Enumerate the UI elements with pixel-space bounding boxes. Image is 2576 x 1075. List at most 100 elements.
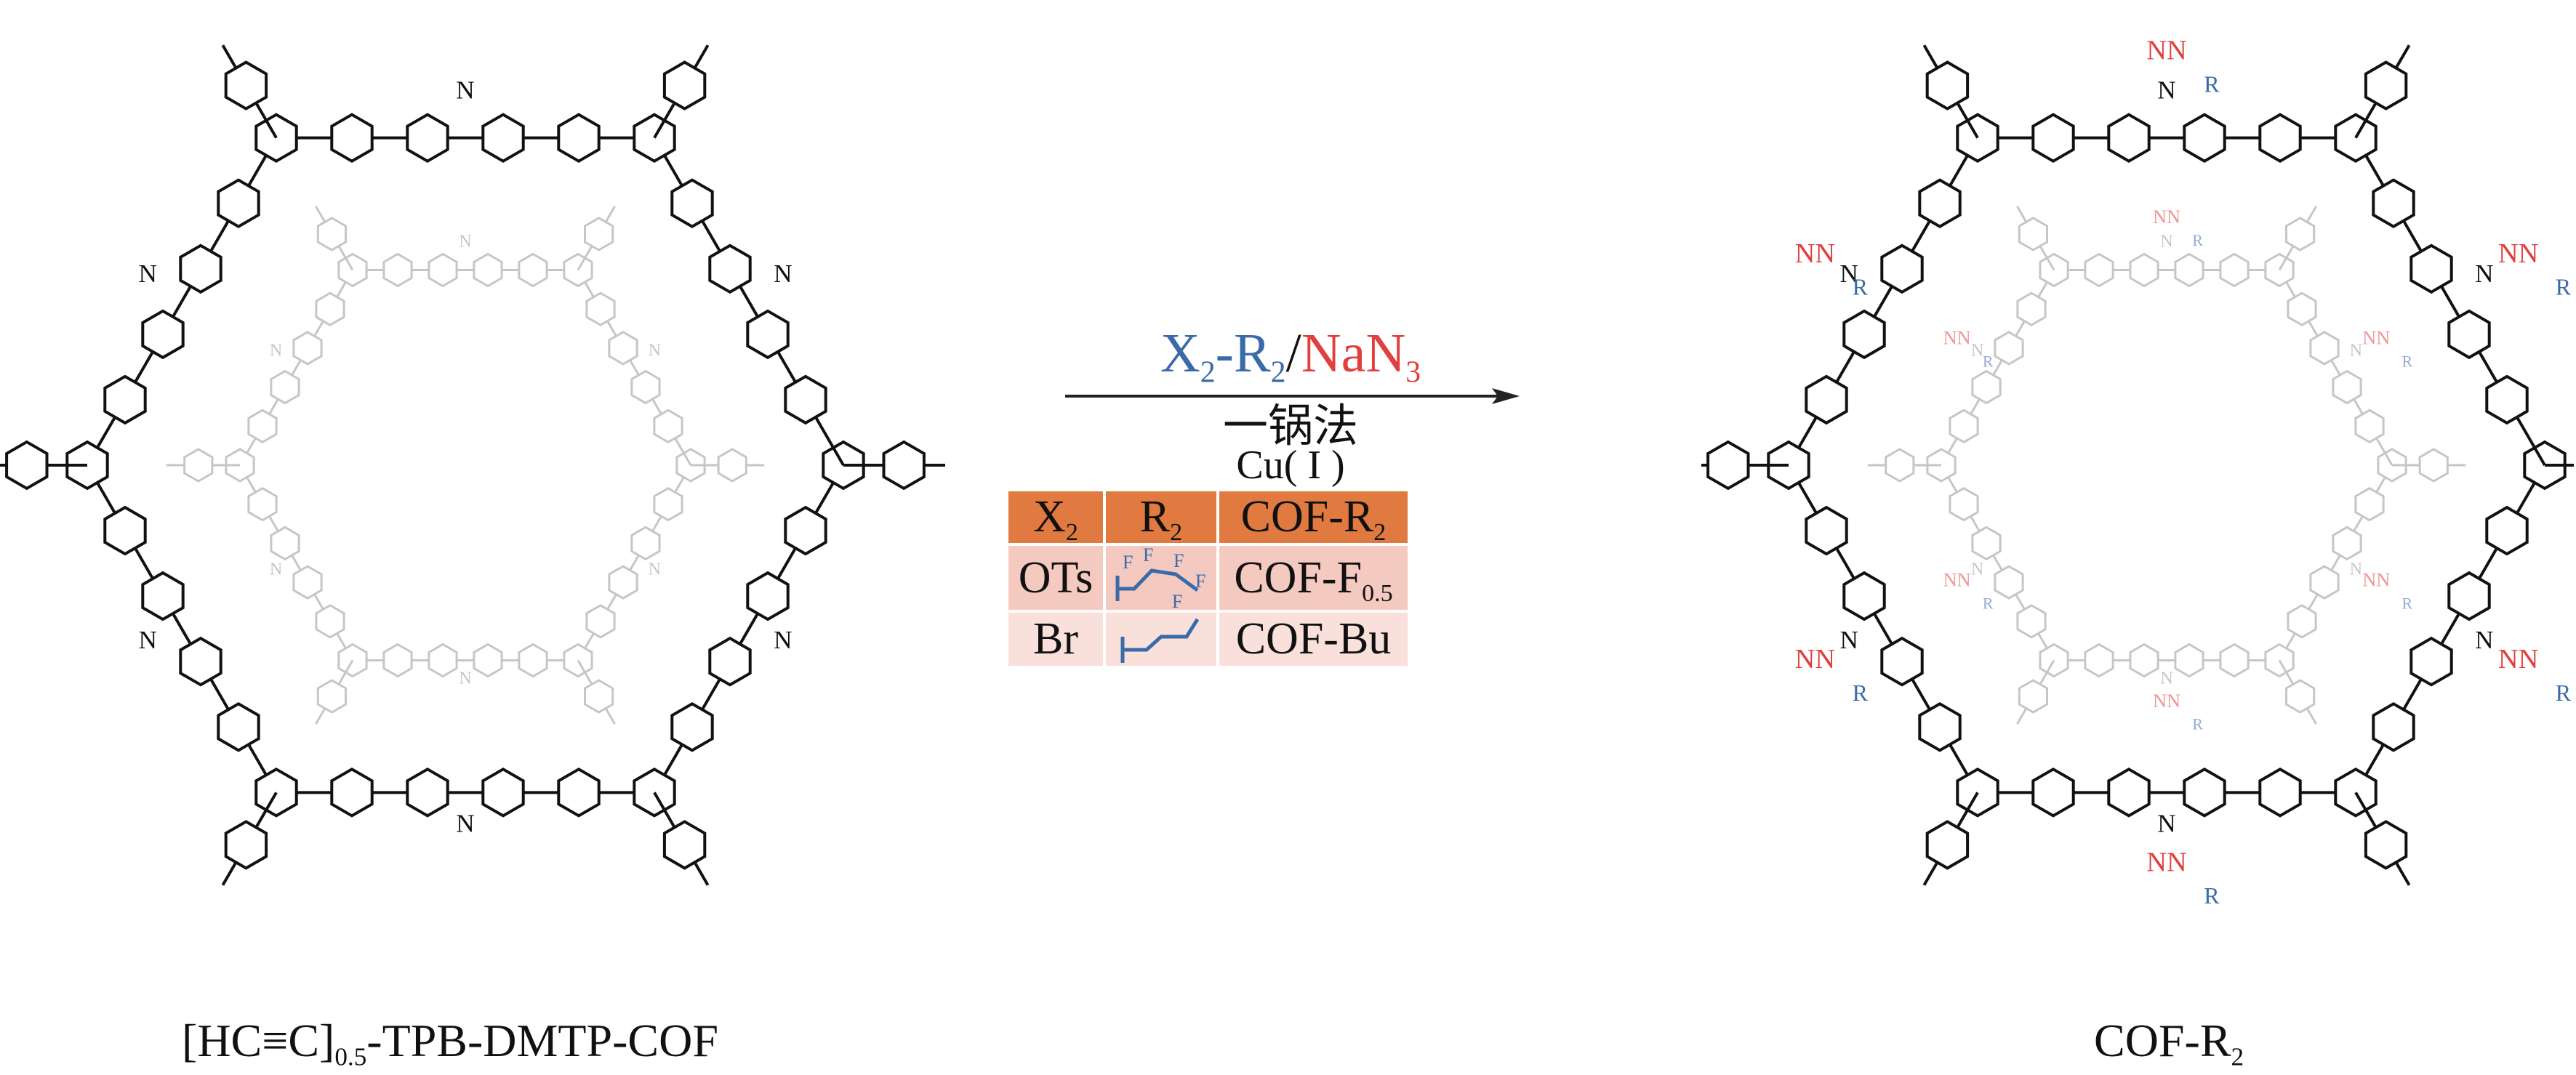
benzene-ring-icon — [292, 565, 323, 600]
header-cof-r2: COF-R2 — [1219, 491, 1408, 544]
benzene-ring-icon — [717, 448, 747, 483]
benzene-ring-icon — [254, 767, 298, 818]
benzene-ring-icon — [428, 252, 458, 288]
imine-nitrogen-label: N — [459, 669, 471, 688]
reaction-arrow — [1065, 388, 1520, 404]
substituent-label: R — [1983, 594, 1994, 612]
benzene-ring-icon — [2031, 767, 2075, 818]
benzene-ring-icon — [103, 374, 147, 425]
benzene-ring-icon — [1880, 243, 1924, 294]
benzene-ring-icon — [670, 178, 714, 229]
benzene-ring-icon — [2219, 252, 2250, 288]
benzene-ring-icon — [2084, 643, 2114, 678]
benzene-ring-icon — [2372, 178, 2415, 229]
benzene-ring-icon — [217, 178, 260, 229]
benzene-ring-icon — [882, 440, 926, 491]
benzene-ring-icon — [2183, 767, 2226, 818]
benzene-ring-icon — [584, 679, 614, 714]
benzene-ring-icon — [247, 408, 278, 444]
benzene-ring-icon — [2016, 291, 2047, 326]
benzene-ring-icon — [292, 331, 323, 366]
benzene-ring-icon — [2258, 113, 2302, 164]
benzene-ring-icon — [2018, 217, 2048, 251]
triazole-label: NN — [1795, 644, 1835, 675]
imine-nitrogen-label: N — [649, 559, 661, 579]
benzene-ring-icon — [183, 448, 214, 483]
substituent-label: R — [2192, 715, 2203, 733]
imine-nitrogen-label: N — [2157, 76, 2175, 105]
triazole-label: NN — [2498, 238, 2538, 269]
benzene-ring-icon — [2129, 252, 2159, 288]
benzene-ring-icon — [1805, 374, 1848, 425]
header-x2: X2 — [1008, 491, 1103, 544]
benzene-ring-icon — [2447, 571, 2491, 621]
benzene-ring-icon — [1994, 565, 2024, 600]
imine-nitrogen-label: N — [270, 559, 282, 579]
benzene-ring-icon — [1971, 526, 2002, 561]
benzene-ring-icon — [584, 217, 614, 251]
substituent-label: R — [2556, 274, 2572, 300]
imine-nitrogen-label: N — [774, 259, 792, 288]
benzene-ring-icon — [2107, 113, 2151, 164]
svg-text:F: F — [1173, 550, 1184, 571]
benzene-ring-icon — [1994, 331, 2024, 366]
benzene-ring-icon — [2183, 113, 2226, 164]
benzene-ring-icon — [746, 571, 790, 621]
x2-cell: Br — [1008, 613, 1103, 666]
benzene-ring-icon — [608, 331, 638, 366]
benzene-ring-icon — [2309, 565, 2340, 600]
imine-nitrogen-label: N — [2350, 341, 2362, 361]
benzene-ring-icon — [1949, 486, 1979, 522]
substituent-label: R — [1853, 680, 1869, 706]
benzene-ring-icon — [1956, 113, 1999, 164]
benzene-ring-icon — [2285, 679, 2316, 714]
triazole-label: NN — [2153, 690, 2180, 712]
imine-nitrogen-label: N — [2350, 559, 2362, 579]
svg-text:F: F — [1172, 591, 1182, 609]
benzene-ring-icon — [2332, 526, 2362, 561]
benzene-ring-icon — [630, 526, 661, 561]
benzene-ring-icon — [2107, 767, 2151, 818]
imine-nitrogen-label: N — [774, 626, 792, 654]
benzene-ring-icon — [518, 252, 548, 288]
reagent-table: X2 R2 COF-R2 OTs F F F F F COF-F0.5 Br — [1006, 488, 1411, 669]
benzene-ring-icon — [1885, 448, 1915, 483]
benzene-ring-icon — [2410, 243, 2453, 294]
imine-nitrogen-label: N — [138, 626, 156, 654]
benzene-ring-icon — [217, 701, 260, 752]
substituent-label: R — [2192, 231, 2203, 249]
fluoroalkyl-chain-icon: F F F F F — [1115, 547, 1205, 609]
substituent-label: R — [1983, 352, 1994, 370]
benzene-ring-icon — [653, 408, 683, 444]
benzene-ring-icon — [670, 701, 714, 752]
catalyst-label: Cu( I ) — [1236, 443, 1345, 488]
benzene-ring-icon — [2410, 636, 2453, 687]
benzene-ring-icon — [630, 369, 661, 405]
benzene-ring-icon — [1925, 60, 1970, 110]
benzene-ring-icon — [708, 636, 752, 687]
imine-nitrogen-label: N — [456, 76, 474, 105]
benzene-ring-icon — [2129, 643, 2159, 678]
header-r2: R2 — [1106, 491, 1216, 544]
benzene-ring-icon — [2485, 505, 2529, 556]
reagent-label: X2-R2/NaN3 — [1160, 323, 1421, 390]
benzene-ring-icon — [270, 369, 300, 405]
method-label: 一锅法 — [1222, 402, 1358, 451]
benzene-ring-icon — [315, 604, 345, 639]
benzene-ring-icon — [1842, 571, 1886, 621]
benzene-ring-icon — [382, 643, 413, 678]
imine-nitrogen-label: N — [138, 259, 156, 288]
benzene-ring-icon — [1706, 440, 1750, 491]
benzene-ring-icon — [784, 505, 827, 556]
benzene-ring-icon — [224, 60, 268, 110]
triazole-label: NN — [2146, 36, 2186, 66]
imine-nitrogen-label: N — [649, 341, 661, 361]
imine-nitrogen-label: N — [2475, 626, 2493, 654]
benzene-ring-icon — [247, 486, 278, 522]
benzene-ring-icon — [179, 636, 222, 687]
imine-nitrogen-label: N — [1839, 626, 1858, 654]
benzene-ring-icon — [2287, 604, 2317, 639]
benzene-ring-icon — [662, 820, 707, 870]
benzene-ring-icon — [2018, 679, 2048, 714]
